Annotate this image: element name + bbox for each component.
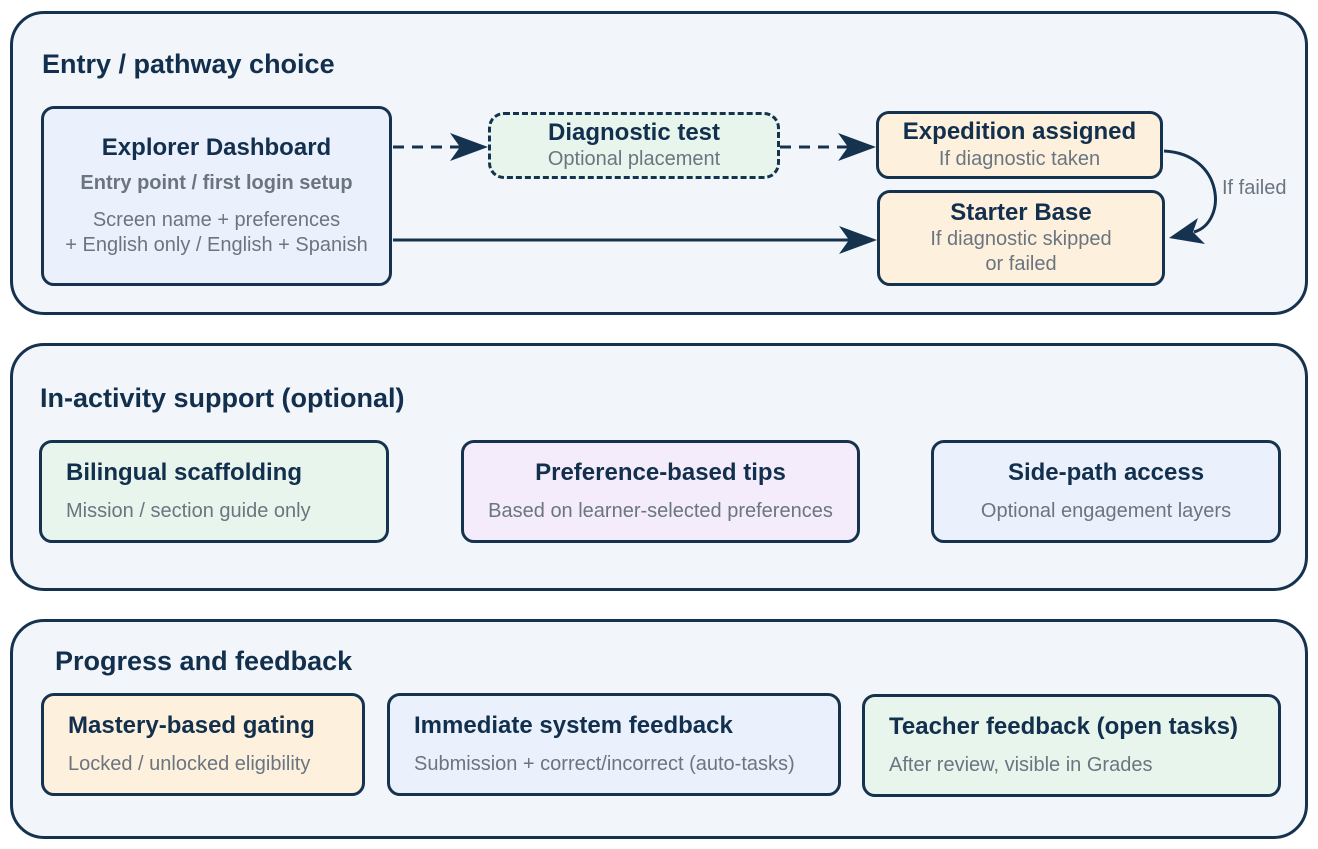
teacher-feedback-title: Teacher feedback (open tasks) <box>889 712 1239 740</box>
side-path-access-subtitle: Optional engagement layers <box>980 500 1232 523</box>
explorer-dashboard-line2: + English only / English + Spanish <box>65 233 368 256</box>
bilingual-scaffolding-box: Bilingual scaffolding Mission / section … <box>39 440 389 543</box>
diagnostic-test-box: Diagnostic test Optional placement <box>488 112 780 179</box>
entry-section-title: Entry / pathway choice <box>42 49 335 79</box>
starter-base-box: Starter Base If diagnostic skipped or fa… <box>877 190 1165 286</box>
support-section-title: In-activity support (optional) <box>40 383 405 413</box>
explorer-dashboard-title: Explorer Dashboard <box>101 134 332 162</box>
preference-tips-title: Preference-based tips <box>535 458 786 486</box>
immediate-feedback-title: Immediate system feedback <box>414 711 733 739</box>
explorer-dashboard-box: Explorer Dashboard Entry point / first l… <box>41 106 392 286</box>
expedition-assigned-subtitle: If diagnostic taken <box>938 147 1101 170</box>
explorer-dashboard-line1: Screen name + preferences <box>92 208 341 231</box>
explorer-dashboard-subtitle: Entry point / first login setup <box>80 171 353 194</box>
immediate-feedback-box: Immediate system feedback Submission + c… <box>387 693 841 796</box>
mastery-gating-subtitle: Locked / unlocked eligibility <box>68 753 311 776</box>
expedition-assigned-box: Expedition assigned If diagnostic taken <box>876 111 1163 179</box>
starter-base-line1: If diagnostic skipped <box>930 228 1112 251</box>
progress-section-title: Progress and feedback <box>55 646 353 676</box>
diagnostic-test-title: Diagnostic test <box>547 118 721 146</box>
preference-tips-subtitle: Based on learner-selected preferences <box>488 500 833 523</box>
mastery-gating-box: Mastery-based gating Locked / unlocked e… <box>41 693 365 796</box>
mastery-gating-title: Mastery-based gating <box>68 711 315 739</box>
if-failed-label: If failed <box>1222 177 1287 199</box>
expedition-assigned-title: Expedition assigned <box>902 118 1137 146</box>
side-path-access-title: Side-path access <box>1007 458 1205 486</box>
teacher-feedback-box: Teacher feedback (open tasks) After revi… <box>862 694 1281 797</box>
teacher-feedback-subtitle: After review, visible in Grades <box>889 754 1153 777</box>
side-path-access-box: Side-path access Optional engagement lay… <box>931 440 1281 543</box>
starter-base-line2: or failed <box>985 253 1057 276</box>
diagnostic-test-subtitle: Optional placement <box>547 148 721 171</box>
starter-base-title: Starter Base <box>950 198 1092 226</box>
bilingual-scaffolding-subtitle: Mission / section guide only <box>66 500 311 523</box>
preference-tips-box: Preference-based tips Based on learner-s… <box>461 440 860 543</box>
bilingual-scaffolding-title: Bilingual scaffolding <box>66 458 303 486</box>
immediate-feedback-subtitle: Submission + correct/incorrect (auto-tas… <box>414 753 795 776</box>
